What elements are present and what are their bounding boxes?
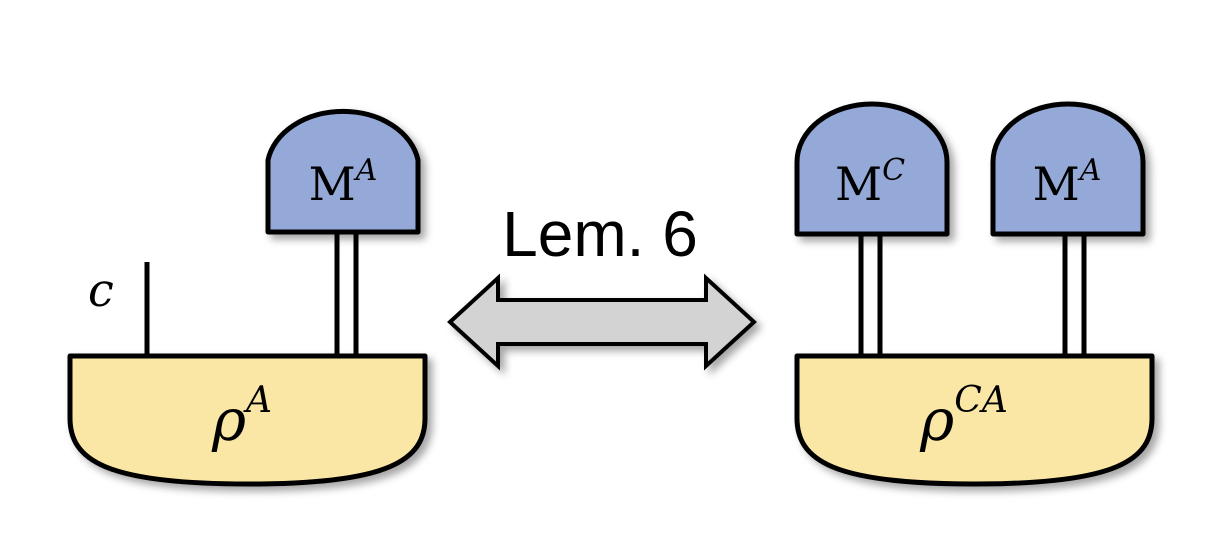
left-wire-label: c [88,263,114,317]
right-diagram: MC MA ρCA [794,101,1155,487]
left-state-label: ρA [211,380,272,454]
right-measurement-box-1 [794,101,950,237]
right-state-box [794,353,1155,487]
right-double-wire-2 [1062,234,1087,356]
right-double-wire-1 [858,234,883,356]
left-diagram: c MA ρA [67,108,428,487]
equivalence-arrow: Lem. 6 [447,198,757,371]
left-measurement-box [265,108,421,235]
right-measurement-label-1: MC [835,153,905,211]
right-measurement-label-2: MA [1033,153,1102,211]
right-state-label: ρCA [919,380,1008,454]
left-double-wire [334,232,359,356]
left-measurement-label: MA [309,153,378,211]
right-measurement-box-2 [990,101,1146,237]
left-state-box [67,353,428,487]
arrow-label: Lem. 6 [502,198,698,270]
